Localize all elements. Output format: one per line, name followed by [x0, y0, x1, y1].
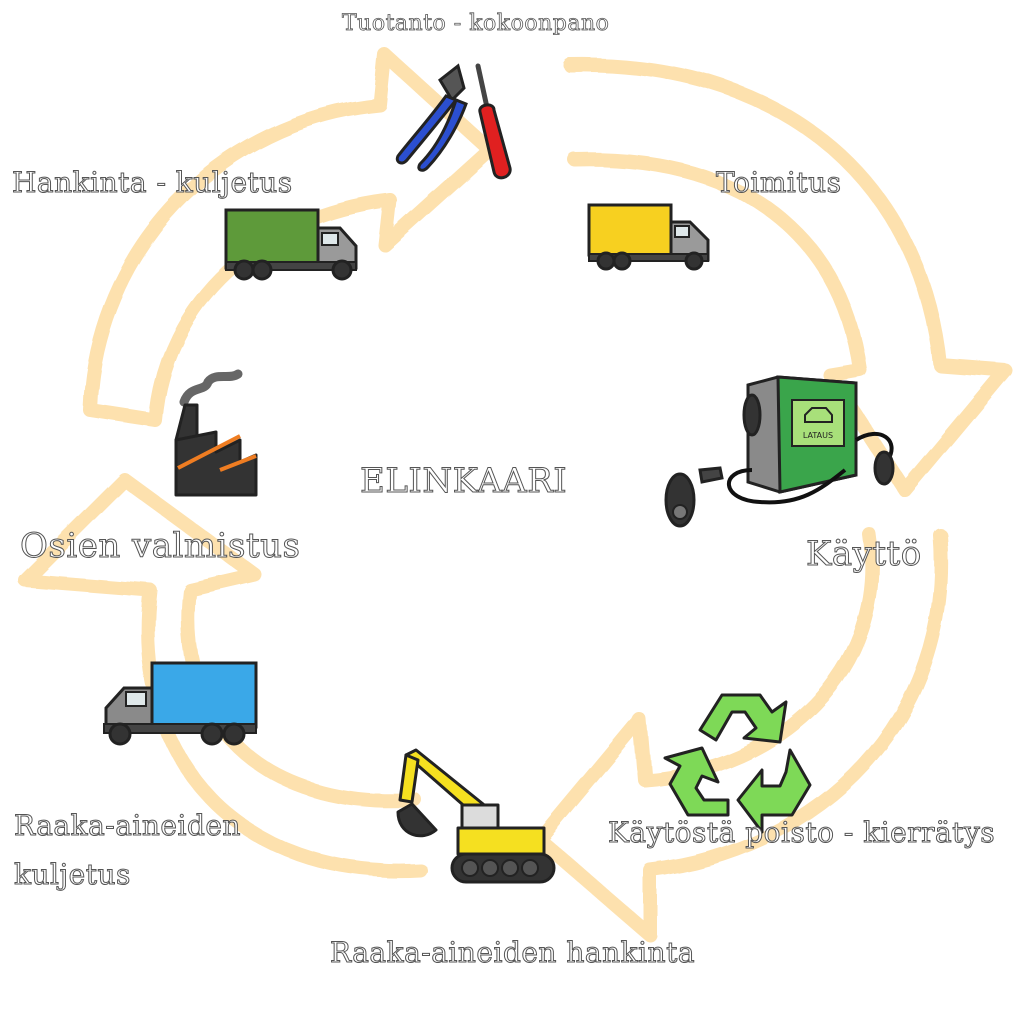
arrow-procurement-to-production — [83, 48, 497, 427]
procurement-truck-icon — [224, 208, 358, 281]
stage-label-delivery: Toimitus — [715, 166, 842, 200]
stage-label-raw-transport-line2: kuljetus — [14, 858, 131, 892]
cycle-arrows — [18, 48, 1012, 942]
stage-label-use: Käyttö — [806, 534, 922, 575]
stage-label-procurement: Hankinta - kuljetus — [12, 166, 293, 200]
stage-label-parts-manufacturing: Osien valmistus — [19, 526, 301, 567]
recycle-icon — [663, 693, 812, 834]
arrow-raw-to-parts — [18, 473, 427, 878]
stage-label-raw-transport-line1: Raaka-aineiden — [14, 809, 241, 843]
delivery-truck-icon — [587, 203, 710, 271]
center-title: ELINKAARI — [359, 461, 568, 502]
stage-label-production: Tuotanto - kokoonpano — [342, 11, 610, 37]
screwdriver-icon — [475, 63, 512, 180]
pliers-icon — [395, 63, 468, 172]
excavator-icon — [396, 748, 556, 884]
arrow-production-to-use — [563, 57, 1012, 497]
transport-truck-icon — [103, 661, 258, 746]
tools-icon — [395, 63, 512, 180]
factory-icon — [174, 369, 258, 497]
charging-station-icon: LATAUS — [664, 375, 895, 528]
charging-screen-text: LATAUS — [803, 431, 833, 440]
stage-label-recycling: Käytöstä poisto - kierrätys — [607, 816, 996, 850]
arrow-use-to-raw — [533, 528, 949, 942]
stage-label-raw-acquisition: Raaka-aineiden hankinta — [329, 936, 696, 970]
